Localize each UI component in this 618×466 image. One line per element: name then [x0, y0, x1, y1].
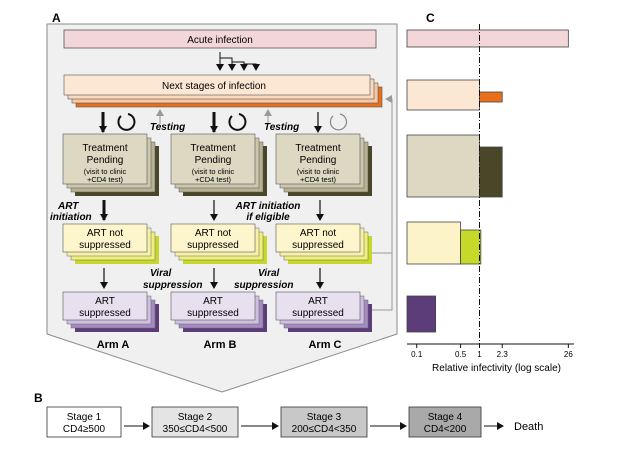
- testing-label: Testing: [264, 122, 299, 133]
- x-tick-label: 0.1: [411, 350, 423, 359]
- stage-cd4-range: CD4<200: [424, 424, 467, 435]
- testing-label: Testing: [150, 122, 185, 133]
- art-not-suppressed-label: ART not: [300, 228, 337, 239]
- next-stages-label: Next stages of infection: [162, 81, 266, 92]
- art-suppressed-label: ART: [203, 296, 223, 307]
- acute-infection-label: Acute infection: [187, 35, 253, 46]
- panel-c-label: C: [426, 11, 435, 25]
- stage-title: Stage 3: [307, 412, 342, 423]
- stage-box: [46, 406, 122, 438]
- art-not-suppressed-label: suppressed: [292, 240, 344, 251]
- treatment-pending-stacks: [62, 133, 372, 196]
- acute-infection-box: [63, 29, 377, 49]
- art-initiation-arrows: [100, 200, 324, 221]
- viral-suppression-arrows: [100, 268, 324, 289]
- art-not-suppressed-labels: ART not suppressed ART not suppressed AR…: [79, 228, 344, 251]
- infectivity-bar: [406, 221, 462, 265]
- stage-cd4-range: 200≤CD4<350: [292, 424, 357, 435]
- stage-cd4-range: CD4≥500: [63, 424, 106, 435]
- art-suppressed-label: suppressed: [292, 308, 344, 319]
- cycle-icon: [117, 113, 348, 131]
- x-tick-label: 1: [477, 350, 482, 359]
- art-initiation-if-eligible-label: ART initiation: [235, 201, 301, 212]
- next-stages-stack: [63, 74, 383, 108]
- death-label: Death: [514, 421, 543, 433]
- branch-arrows: [216, 52, 260, 71]
- treatment-pending-title: Treatment: [82, 143, 127, 154]
- panel-b-label: B: [34, 391, 43, 405]
- treatment-pending-note: (visit to clinic: [297, 167, 340, 176]
- infectivity-bar: [406, 79, 480, 111]
- stage-cd4-range: 350≤CD4<500: [163, 424, 228, 435]
- art-not-suppressed-label: suppressed: [187, 240, 239, 251]
- treatment-pending-note: +CD4 test): [195, 175, 232, 184]
- treatment-pending-title: Treatment: [295, 143, 340, 154]
- stage-box: [280, 406, 368, 438]
- treatment-pending-note: (visit to clinic: [84, 167, 127, 176]
- stage-box: [151, 406, 239, 438]
- x-tick-label: 0.5: [455, 350, 467, 359]
- treatment-pending-title: Pending: [195, 155, 232, 166]
- art-not-suppressed-label: ART not: [195, 228, 232, 239]
- x-tick-label: 26: [564, 350, 573, 359]
- stage-title: Stage 1: [67, 412, 102, 423]
- stage-box: [408, 406, 482, 438]
- viral-suppression-label: suppression: [143, 280, 202, 291]
- arm-a-label: Arm A: [97, 339, 130, 351]
- viral-suppression-label: suppression: [234, 280, 293, 291]
- x-tick-label: 2.3: [497, 350, 509, 359]
- art-not-suppressed-stacks: [62, 223, 372, 264]
- infectivity-bar: [406, 134, 480, 198]
- art-suppressed-label: ART: [95, 296, 115, 307]
- panel-a-label: A: [52, 11, 61, 25]
- arm-c-label: Arm C: [308, 339, 341, 351]
- viral-suppression-label: Viral: [258, 268, 280, 279]
- stage-title: Stage 2: [178, 412, 213, 423]
- treatment-pending-note: (visit to clinic: [192, 167, 235, 176]
- art-initiation-if-eligible-label: if eligible: [246, 212, 290, 223]
- art-suppressed-label: suppressed: [187, 308, 239, 319]
- treatment-pending-note: +CD4 test): [87, 175, 124, 184]
- infectivity-bar: [406, 295, 437, 333]
- arm-b-label: Arm B: [203, 339, 236, 351]
- infectivity-bar: [406, 29, 569, 48]
- art-not-suppressed-label: suppressed: [79, 240, 131, 251]
- art-initiation-label: ART: [57, 201, 79, 212]
- stage-title: Stage 4: [428, 412, 463, 423]
- art-not-suppressed-label: ART not: [87, 228, 124, 239]
- x-axis-title: Relative infectivity (log scale): [432, 363, 561, 374]
- testing-arrows: [99, 112, 322, 133]
- infectivity-bar-extension: [479, 91, 503, 103]
- viral-suppression-label: Viral: [150, 268, 172, 279]
- art-suppressed-label: suppressed: [79, 308, 131, 319]
- treatment-pending-labels: Treatment Pending (visit to clinic +CD4 …: [82, 143, 340, 184]
- treatment-pending-title: Treatment: [190, 143, 235, 154]
- art-suppressed-label: ART: [308, 296, 328, 307]
- infectivity-bar-extension: [479, 146, 503, 198]
- treatment-pending-title: Pending: [87, 155, 124, 166]
- infectivity-bar-extension: [460, 229, 482, 265]
- treatment-pending-title: Pending: [300, 155, 337, 166]
- art-initiation-label: initiation: [50, 212, 92, 223]
- art-suppressed-stacks: [62, 291, 372, 332]
- treatment-pending-note: +CD4 test): [300, 175, 337, 184]
- art-suppressed-labels: ART suppressed ART suppressed ART suppre…: [79, 296, 344, 319]
